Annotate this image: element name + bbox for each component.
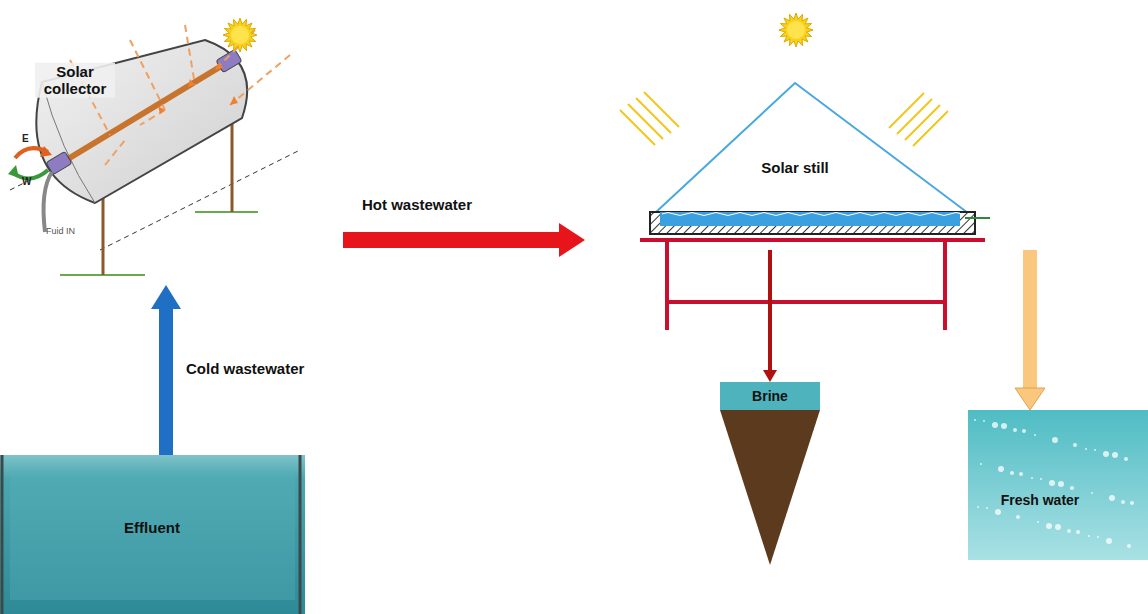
sludge-cone <box>720 410 820 565</box>
flow-arrow <box>151 285 181 455</box>
bubble <box>1019 472 1023 476</box>
bubble <box>974 419 976 421</box>
brine-funnel: Brine <box>720 382 820 565</box>
bubble <box>1010 471 1014 475</box>
arrow-head <box>1015 388 1045 410</box>
arrow-head <box>559 223 585 257</box>
node-label: Effluent <box>52 519 252 536</box>
part-label: Fuid IN <box>46 226 75 236</box>
bubble <box>1034 434 1036 436</box>
arrow-shaft <box>159 308 173 455</box>
sun <box>779 13 813 47</box>
bubble <box>1076 530 1080 534</box>
bubble <box>1070 486 1074 490</box>
bubble <box>1112 452 1118 458</box>
bubble <box>1046 523 1052 529</box>
bubble <box>1124 457 1128 461</box>
solar-still-body <box>620 83 990 330</box>
bubble <box>1103 451 1109 457</box>
arrow-shaft <box>1023 250 1037 389</box>
bubble <box>1040 478 1042 480</box>
part-label: E <box>22 133 29 144</box>
sun-rays <box>779 13 813 47</box>
bubble <box>1049 480 1055 486</box>
bubble <box>980 463 982 465</box>
part-label: W <box>22 176 31 187</box>
fresh-water-pool <box>968 410 1148 560</box>
parabolic-trough <box>8 25 300 275</box>
bubble <box>1013 428 1017 432</box>
flow-arrow <box>343 223 585 257</box>
flow-label: Cold wastewater <box>186 360 304 377</box>
bubble <box>1037 521 1039 523</box>
bubble <box>1055 524 1061 530</box>
bubble <box>998 466 1004 472</box>
bubble <box>1088 535 1090 537</box>
node-label: Brine <box>725 388 815 404</box>
bubble <box>977 506 979 508</box>
sun-disc <box>231 26 249 44</box>
bubble <box>1121 500 1125 504</box>
node-label: Fresh water <box>970 492 1110 508</box>
node-label: Solar collector <box>35 63 115 98</box>
bubble <box>1001 423 1007 429</box>
flow-arrow <box>1015 250 1045 410</box>
arrow-shaft <box>343 232 560 248</box>
bubble <box>1067 529 1071 533</box>
flow-label: Hot wastewater <box>362 196 472 213</box>
bubble <box>983 420 985 422</box>
funnel-outline <box>720 382 820 565</box>
brine-layer <box>720 382 820 410</box>
bubble <box>995 509 1001 515</box>
bubble <box>992 422 998 428</box>
bubble <box>1106 538 1112 544</box>
bubble <box>1058 481 1064 487</box>
flow-arrow <box>763 250 777 382</box>
bubble <box>1016 515 1020 519</box>
bubble <box>1091 492 1093 494</box>
bubble <box>986 507 988 509</box>
bubble <box>1130 501 1134 505</box>
arrow-shaft <box>768 250 772 371</box>
fresh-water-pool: Fresh water <box>968 410 1148 560</box>
bubble <box>1031 477 1033 479</box>
bubble <box>1073 443 1077 447</box>
effluent-tank <box>0 455 305 614</box>
solar-still: Solar still <box>585 70 1040 250</box>
bubble <box>1127 544 1131 548</box>
sun <box>223 18 257 52</box>
arrow-head <box>763 370 777 382</box>
sun-disc <box>787 21 805 39</box>
node-label: Solar still <box>725 159 865 176</box>
effluent-tank: Effluent <box>0 455 305 614</box>
bubble <box>1094 449 1096 451</box>
sun-rays <box>223 18 257 52</box>
bubble <box>1052 437 1058 443</box>
bubble <box>1109 495 1115 501</box>
solar-collector: Solar collector <box>20 30 343 285</box>
bubble <box>1022 429 1026 433</box>
bubble <box>1097 536 1099 538</box>
arrow-head <box>151 285 181 309</box>
bubble <box>1085 448 1087 450</box>
